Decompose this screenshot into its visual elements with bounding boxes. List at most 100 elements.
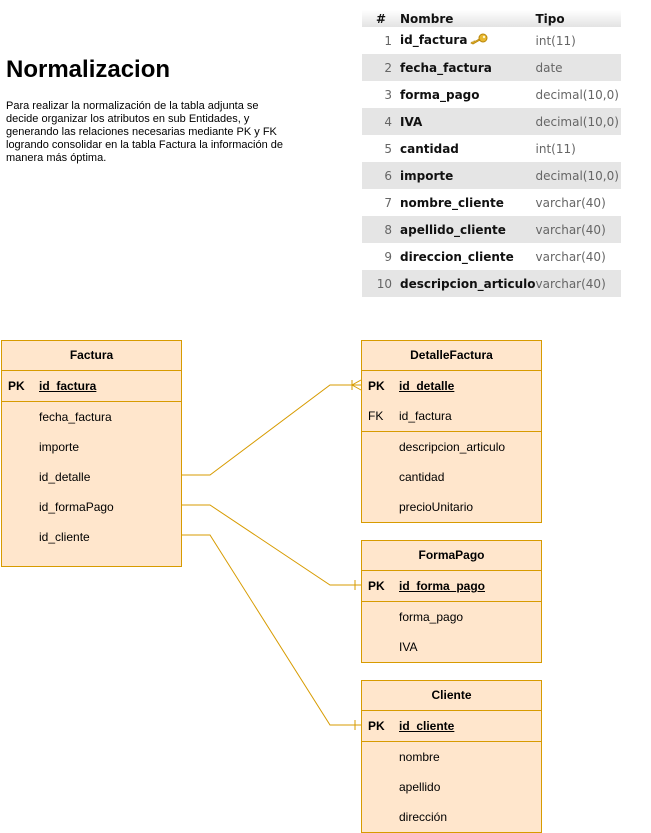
entity-title: Factura [2,341,181,371]
structure-table: # Nombre Tipo 1 id_factura int(11) 2 fec… [362,10,621,297]
pk-field: id_forma_pago [399,579,486,593]
entity-title: FormaPago [362,541,541,571]
entity-fk-row: FK id_factura [362,401,541,432]
pk-field: id_factura [39,379,97,393]
entity-pk-row: PK id_factura [2,371,181,402]
description-text: Para realizar la normalización de la tab… [6,100,283,164]
row-number: 10 [362,270,400,297]
entity-padding [2,552,181,566]
structure-header-row: # Nombre Tipo [362,10,621,27]
entity-pk-row: PK id_detalle [362,371,541,401]
field-name: apellido [399,780,441,794]
field-name: importe [39,440,80,454]
table-row: 6 importe decimal(10,0) [362,162,621,189]
row-name: importe [400,162,536,189]
row-number: 6 [362,162,400,189]
row-number: 5 [362,135,400,162]
field-name: forma_pago [399,610,464,624]
entity-field-row: cantidad [362,462,541,492]
row-type: int(11) [535,135,621,162]
table-row: 5 cantidad int(11) [362,135,621,162]
relation-factura-cliente [181,534,361,726]
entity-field-row: dirección [362,802,541,832]
row-name: cantidad [400,135,536,162]
key-icon [470,32,488,49]
entity-title: DetalleFactura [362,341,541,371]
pk-label: PK [8,379,25,393]
entity-detallefactura: DetalleFactura PK id_detalle FK id_factu… [361,340,542,523]
row-name: nombre_cliente [400,189,536,216]
table-row: 2 fecha_factura date [362,54,621,81]
row-type: varchar(40) [535,189,621,216]
entity-field-row: nombre [362,742,541,772]
entity-field-row: descripcion_articulo [362,432,541,462]
row-number: 9 [362,243,400,270]
row-type: varchar(40) [535,216,621,243]
row-type: decimal(10,0) [535,162,621,189]
table-row: 7 nombre_cliente varchar(40) [362,189,621,216]
entity-field-row: id_cliente [2,522,181,552]
entity-field-row: forma_pago [362,602,541,632]
entity-field-row: fecha_factura [2,402,181,432]
field-name: fecha_factura [39,410,112,424]
row-name: forma_pago [400,81,536,108]
field-name: cantidad [399,470,445,484]
row-name: fecha_factura [400,54,536,81]
pk-field: id_cliente [399,719,455,733]
field-name: id_detalle [39,470,91,484]
crowfoot-mark [351,379,362,386]
entity-field-row: IVA [362,632,541,662]
row-number: 1 [362,27,400,54]
entity-field-row: precioUnitario [362,492,541,522]
entity-formapago: FormaPago PK id_forma_pago forma_pago IV… [361,540,542,663]
row-number: 7 [362,189,400,216]
row-name: IVA [400,108,536,135]
row-number: 3 [362,81,400,108]
row-type: decimal(10,0) [535,108,621,135]
entity-field-row: importe [2,432,181,462]
entity-pk-row: PK id_forma_pago [362,571,541,602]
relation-factura-formapago [181,504,361,586]
entity-field-row: apellido [362,772,541,802]
field-name: id_formaPago [39,500,114,514]
field-name: id_cliente [39,530,90,544]
pk-label: PK [368,579,385,593]
column-header-number: # [362,10,400,27]
field-name: descripcion_articulo [399,440,506,454]
row-name: descripcion_articulo [400,270,536,297]
relation-factura-detalle [181,384,361,476]
fk-label: FK [368,409,384,423]
row-type: int(11) [535,27,621,54]
row-type: varchar(40) [535,243,621,270]
row-number: 4 [362,108,400,135]
table-row: 1 id_factura int(11) [362,27,621,54]
column-header-type: Tipo [535,10,621,27]
row-type: decimal(10,0) [535,81,621,108]
row-name-text: id_factura [400,33,468,47]
entity-title: Cliente [362,681,541,711]
crowfoot-mark [351,384,362,391]
field-name: dirección [399,810,448,824]
pk-label: PK [368,719,385,733]
entity-factura: Factura PK id_factura fecha_factura impo… [1,340,182,567]
table-row: 4 IVA decimal(10,0) [362,108,621,135]
table-row: 9 direccion_cliente varchar(40) [362,243,621,270]
field-name: precioUnitario [399,500,474,514]
row-type: date [535,54,621,81]
fk-field: id_factura [399,409,452,423]
entity-field-row: id_detalle [2,462,181,492]
field-name: IVA [399,640,418,654]
entity-pk-row: PK id_cliente [362,711,541,742]
page-title: Normalizacion [6,56,171,83]
row-type: varchar(40) [535,270,621,297]
row-name: apellido_cliente [400,216,536,243]
row-name: direccion_cliente [400,243,536,270]
table-row: 10 descripcion_articulo varchar(40) [362,270,621,297]
field-name: nombre [399,750,440,764]
row-number: 8 [362,216,400,243]
pk-field: id_detalle [399,379,455,393]
column-header-name: Nombre [400,10,536,27]
entity-cliente: Cliente PK id_cliente nombre apellido di… [361,680,542,833]
row-name: id_factura [400,27,536,54]
